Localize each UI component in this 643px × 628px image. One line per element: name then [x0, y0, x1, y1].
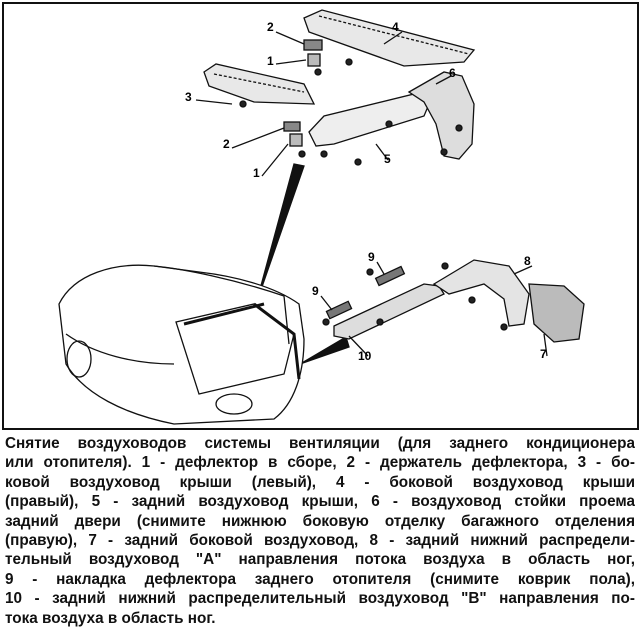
roof-duct-right: [303, 9, 476, 67]
callout-5: 5: [384, 152, 391, 166]
air-duct-diagram: [58, 9, 585, 425]
caption-line: или отопителя). 1 - дефлектор в сборе, 2…: [5, 454, 635, 472]
caption-line: Снятие воздуховодов системы вентиляции (…: [5, 435, 635, 452]
callout-4: 4: [392, 20, 399, 34]
callout-6: 6: [449, 66, 456, 80]
callout-3: 3: [185, 90, 192, 104]
caption-line: 9 - накладка дефлектора заднего отопител…: [5, 570, 635, 588]
floor-duct-b: [333, 283, 445, 340]
diagram-frame: 2 4 1 6 3 2 5 1 9 8 9 10 7: [2, 2, 639, 430]
caption-line: (правый), 5 - задний воздуховод крыши, 6…: [5, 493, 635, 511]
roof-duct-rear: [308, 93, 430, 147]
callout-wedge-upper: [255, 163, 305, 305]
callout-wedge-lower: [299, 336, 350, 365]
callout-10: 10: [358, 349, 372, 363]
roof-duct-left: [203, 63, 316, 105]
callout-2: 2: [267, 20, 274, 34]
callout-1: 1: [253, 166, 260, 180]
car-outline: [58, 264, 305, 425]
caption-line: (правую), 7 - задний боковой воздуховод,…: [5, 532, 635, 550]
floor-duct-a: [432, 259, 530, 327]
caption-line: 10 - задний нижний распределительный воз…: [5, 590, 635, 608]
figure-caption: Снятие воздуховодов системы вентиляции (…: [5, 434, 635, 628]
caption-line: тельный воздуховод "А" направления поток…: [5, 551, 635, 569]
caption-line: ковой воздуховод крыши (левый), 4 - боко…: [5, 473, 635, 491]
rear-side-duct: [528, 283, 585, 343]
caption-line: тока воздуха в область ног.: [5, 609, 216, 627]
screws: [239, 58, 463, 166]
deflector-holder: [303, 39, 323, 51]
deflector: [307, 53, 321, 67]
callout-9: 9: [368, 250, 375, 264]
callout-1: 1: [267, 54, 274, 68]
heater-deflector-cover: [325, 300, 353, 320]
callout-2: 2: [223, 137, 230, 151]
callout-9: 9: [312, 284, 319, 298]
pillar-duct: [407, 71, 475, 160]
callout-7: 7: [540, 347, 547, 361]
caption-line: задний двери (снимите нижнюю боковую отд…: [5, 512, 635, 530]
callout-8: 8: [524, 254, 531, 268]
